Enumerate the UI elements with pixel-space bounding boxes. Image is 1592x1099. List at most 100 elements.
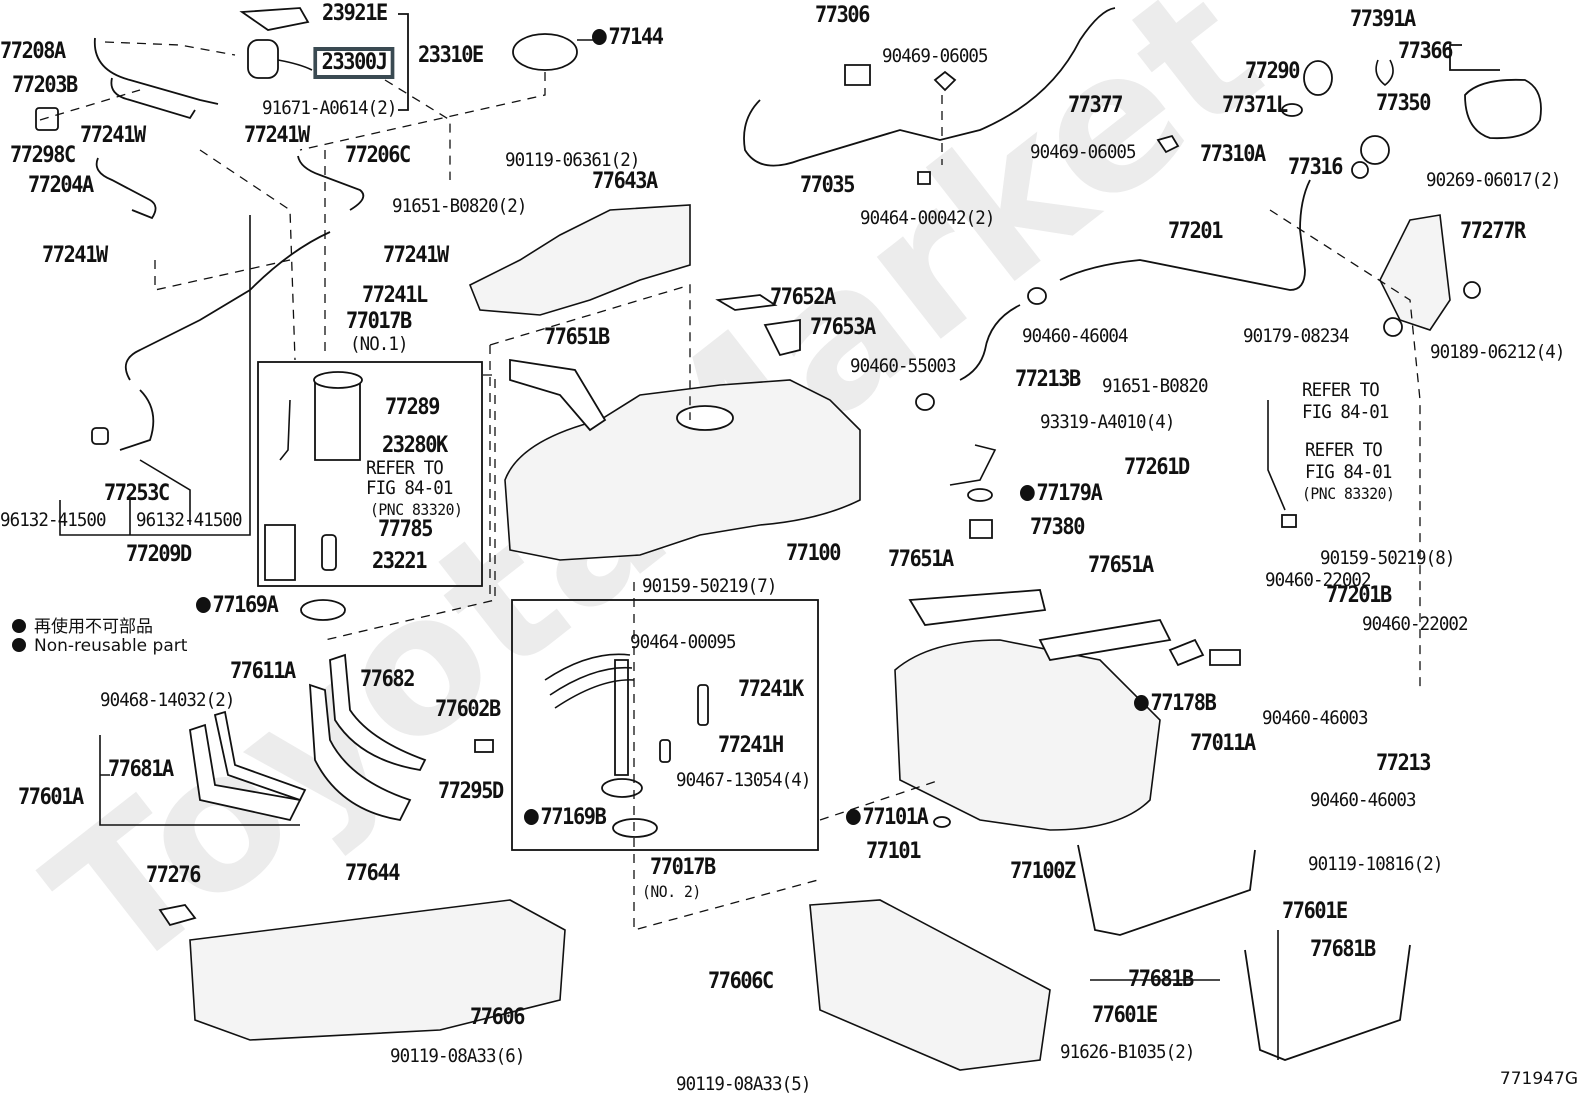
label-77601E-a[interactable]: 77601E [1092, 1003, 1158, 1028]
label-fig-84-01-2[interactable]: FIG 84-01 [1302, 401, 1389, 423]
label-77316[interactable]: 77316 [1288, 155, 1343, 180]
label-77298C[interactable]: 77298C [10, 143, 76, 168]
label-90159-50219-8[interactable]: 90159-50219(8) [1320, 547, 1455, 569]
label-77643A[interactable]: 77643A [592, 169, 658, 194]
label-77241K[interactable]: 77241K [738, 677, 804, 702]
label-90119-06361[interactable]: 90119-06361(2) [505, 149, 640, 171]
label-77209D[interactable]: 77209D [126, 542, 192, 567]
label-91626-B1035[interactable]: 91626-B1035(2) [1060, 1041, 1195, 1063]
label-fig-84-01-3[interactable]: FIG 84-01 [1305, 461, 1392, 483]
label-77391A[interactable]: 77391A [1350, 7, 1416, 32]
label-77017B-no2[interactable]: 77017B [650, 855, 716, 880]
label-77100Z[interactable]: 77100Z [1010, 859, 1076, 884]
label-77241W-a[interactable]: 77241W [80, 123, 146, 148]
label-77290[interactable]: 77290 [1245, 59, 1300, 84]
label-77241L[interactable]: 77241L [362, 283, 428, 308]
label-77380[interactable]: 77380 [1030, 515, 1085, 540]
label-77204A[interactable]: 77204A [28, 173, 94, 198]
label-90469-06005-b[interactable]: 90469-06005 [1030, 141, 1137, 163]
label-77179A[interactable]: 77179A [1020, 483, 1103, 505]
label-77203B[interactable]: 77203B [12, 73, 78, 98]
label-77681B-a[interactable]: 77681B [1128, 967, 1194, 992]
label-91671-A0614[interactable]: 91671-A0614(2) [262, 97, 397, 119]
label-77169A[interactable]: 77169A [196, 595, 279, 617]
label-77651B[interactable]: 77651B [544, 325, 610, 350]
label-77035[interactable]: 77035 [800, 173, 855, 198]
label-77295D[interactable]: 77295D [438, 779, 504, 804]
label-77377[interactable]: 77377 [1068, 93, 1123, 118]
label-77206C[interactable]: 77206C [345, 143, 411, 168]
label-77785[interactable]: 77785 [378, 517, 433, 542]
label-90464-00042[interactable]: 90464-00042(2) [860, 207, 995, 229]
label-77276[interactable]: 77276 [146, 863, 201, 888]
label-90460-22002-a[interactable]: 90460-22002 [1265, 569, 1372, 591]
label-90464-00095[interactable]: 90464-00095 [630, 631, 737, 653]
label-90159-50219-7[interactable]: 90159-50219(7) [642, 575, 777, 597]
label-77011A[interactable]: 77011A [1190, 731, 1256, 756]
label-77253C[interactable]: 77253C [104, 481, 170, 506]
label-77601E-b[interactable]: 77601E [1282, 899, 1348, 924]
label-90460-46004[interactable]: 90460-46004 [1022, 325, 1129, 347]
label-77101A[interactable]: 77101A [846, 807, 929, 829]
label-23921E[interactable]: 23921E [322, 1, 388, 26]
label-93319-A4010[interactable]: 93319-A4010(4) [1040, 411, 1175, 433]
label-77350[interactable]: 77350 [1376, 91, 1431, 116]
label-90119-08A33-5[interactable]: 90119-08A33(5) [676, 1073, 811, 1095]
label-90469-06005-a[interactable]: 90469-06005 [882, 45, 989, 67]
label-77241W-b[interactable]: 77241W [244, 123, 310, 148]
label-77201[interactable]: 77201 [1168, 219, 1223, 244]
label-90119-08A33-6[interactable]: 90119-08A33(6) [390, 1045, 525, 1067]
label-77144[interactable]: 77144 [592, 27, 664, 49]
label-77653A[interactable]: 77653A [810, 315, 876, 340]
label-96132-41500-a[interactable]: 96132-41500 [0, 509, 107, 531]
label-77681B-b[interactable]: 77681B [1310, 937, 1376, 962]
label-77241W-c[interactable]: 77241W [42, 243, 108, 268]
label-90179-08234[interactable]: 90179-08234 [1243, 325, 1350, 347]
label-77213B[interactable]: 77213B [1015, 367, 1081, 392]
label-77601A[interactable]: 77601A [18, 785, 84, 810]
label-77371L[interactable]: 77371L [1222, 93, 1288, 118]
label-23300J-highlighted[interactable]: 23300J [313, 47, 395, 79]
label-77606[interactable]: 77606 [470, 1005, 525, 1030]
label-77169B[interactable]: 77169B [524, 807, 607, 829]
label-77606C[interactable]: 77606C [708, 969, 774, 994]
label-77651A-b[interactable]: 77651A [1088, 553, 1154, 578]
label-77241W-d[interactable]: 77241W [383, 243, 449, 268]
label-90119-10816[interactable]: 90119-10816(2) [1308, 853, 1443, 875]
label-77178B[interactable]: 77178B [1134, 693, 1217, 715]
label-fig-84-01-1[interactable]: FIG 84-01 [366, 477, 453, 499]
label-77602B[interactable]: 77602B [435, 697, 501, 722]
label-77100[interactable]: 77100 [786, 541, 841, 566]
label-91651-B0820-2[interactable]: 91651-B0820(2) [392, 195, 527, 217]
label-77682[interactable]: 77682 [360, 667, 415, 692]
label-90460-46003-a[interactable]: 90460-46003 [1262, 707, 1369, 729]
label-90460-22002-b[interactable]: 90460-22002 [1362, 613, 1469, 635]
label-77213[interactable]: 77213 [1376, 751, 1431, 776]
label-23310E[interactable]: 23310E [418, 43, 484, 68]
label-77644[interactable]: 77644 [345, 861, 400, 886]
label-90460-55003[interactable]: 90460-55003 [850, 355, 957, 377]
label-77101[interactable]: 77101 [866, 839, 921, 864]
label-77208A[interactable]: 77208A [0, 39, 66, 64]
label-23280K[interactable]: 23280K [382, 433, 448, 458]
label-77289[interactable]: 77289 [385, 395, 440, 420]
label-91651-B0820[interactable]: 91651-B0820 [1102, 375, 1209, 397]
label-77310A[interactable]: 77310A [1200, 142, 1266, 167]
label-77277R[interactable]: 77277R [1460, 219, 1526, 244]
label-77241H[interactable]: 77241H [718, 733, 784, 758]
label-77261D[interactable]: 77261D [1124, 455, 1190, 480]
label-77017B-no1[interactable]: 77017B [346, 309, 412, 334]
label-77201B[interactable]: 77201B [1326, 583, 1392, 608]
label-90189-06212[interactable]: 90189-06212(4) [1430, 341, 1565, 363]
label-90467-13054[interactable]: 90467-13054(4) [676, 769, 811, 791]
label-77366[interactable]: 77366 [1398, 39, 1453, 64]
label-90468-14032[interactable]: 90468-14032(2) [100, 689, 235, 711]
label-23221[interactable]: 23221 [372, 549, 427, 574]
label-77651A-a[interactable]: 77651A [888, 547, 954, 572]
label-90460-46003-b[interactable]: 90460-46003 [1310, 789, 1417, 811]
label-77681A[interactable]: 77681A [108, 757, 174, 782]
label-96132-41500-b[interactable]: 96132-41500 [136, 509, 243, 531]
label-90269-06017[interactable]: 90269-06017(2) [1426, 169, 1561, 191]
label-77611A[interactable]: 77611A [230, 659, 296, 684]
label-77306[interactable]: 77306 [815, 3, 870, 28]
